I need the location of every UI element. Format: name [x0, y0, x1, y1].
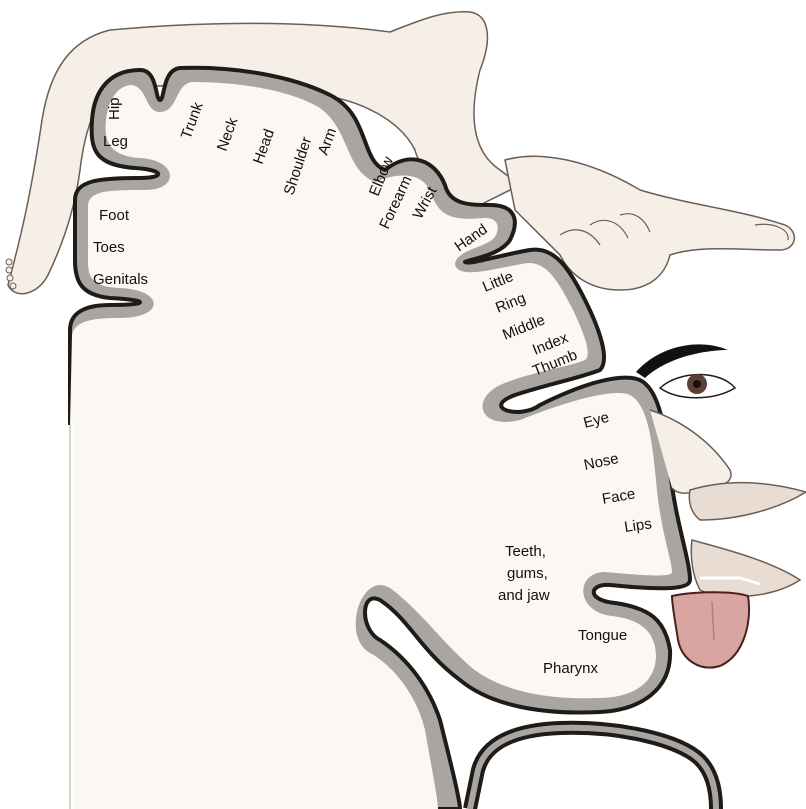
label-genitals: Genitals [93, 271, 148, 288]
eyebrow-icon [636, 344, 728, 378]
upper-lip-icon [689, 483, 806, 520]
lower-gyrus [470, 728, 716, 809]
label-tongue: Tongue [578, 627, 627, 644]
label-teeth-3: and jaw [498, 587, 550, 604]
label-teeth-2: gums, [507, 565, 548, 582]
label-foot: Foot [99, 207, 130, 224]
label-hip: Hip [106, 97, 123, 120]
tongue-icon [672, 592, 749, 667]
lower-lip-icon [691, 540, 800, 597]
label-leg: Leg [103, 133, 128, 150]
label-teeth-1: Teeth, [505, 543, 546, 560]
label-pharynx: Pharynx [543, 660, 599, 677]
label-toes: Toes [93, 239, 125, 256]
